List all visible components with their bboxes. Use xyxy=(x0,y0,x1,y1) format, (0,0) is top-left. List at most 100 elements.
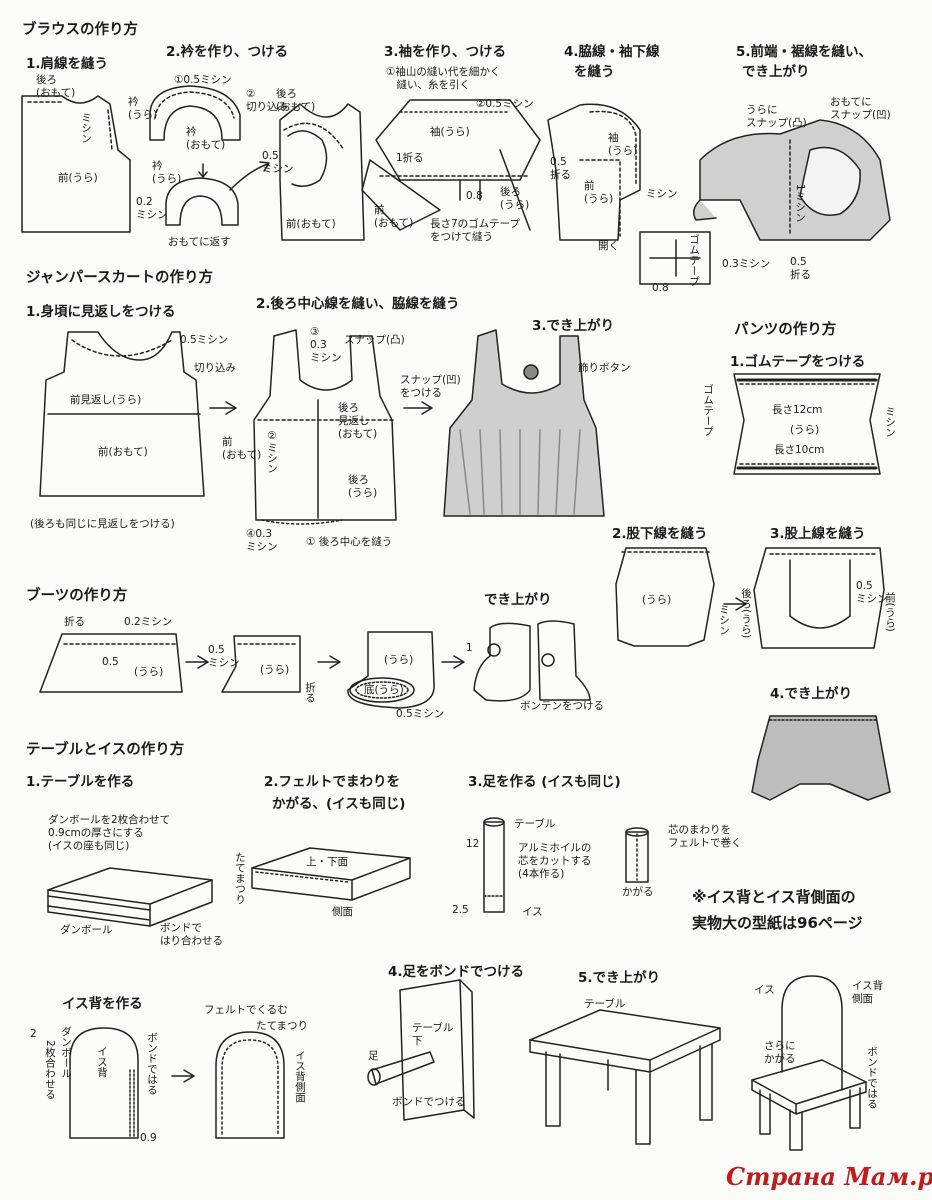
label-j-cut-notch: 切り込み xyxy=(194,362,236,374)
label-collar: 衿 (うら) xyxy=(152,160,182,185)
label-c-whipstitch: たてまつり xyxy=(256,1020,308,1032)
label-t-cardboard-note: ダンボールを2枚合わせて 0.9cmの厚さにする (イスの座も同じ) xyxy=(48,814,171,852)
label-j-4-03-sewing: ④0.3 ミシン xyxy=(246,528,278,553)
label-c-chair-back-side: イス背側面 xyxy=(294,1050,306,1103)
label-elastic-note: 長さ7のゴムテープ をつけて縫う xyxy=(430,218,521,243)
label-t-foil-note: アルミホイルの 芯をカットする (4本作る) xyxy=(518,842,592,880)
jumper-section-title: ジャンパースカートの作り方 xyxy=(26,270,214,286)
label-j-back-ura: 後ろ (うら) xyxy=(348,474,378,499)
label-t-felt-wrap: 芯のまわりを フェルトで巻く xyxy=(668,824,742,849)
label-back-omote-2: 後ろ (おもて) xyxy=(276,88,316,113)
label-j-note: (後ろも同じに見返しをつける) xyxy=(30,518,175,530)
blouse-step3-heading: 3.袖を作り、つける xyxy=(384,44,506,60)
chair-finished-drawing xyxy=(751,975,867,1151)
label-sleeve-note: ①袖山の縫い代を細かく 縫い、糸を引く xyxy=(386,66,501,91)
pants-step4-finished-drawing xyxy=(751,715,891,801)
pants-step1-drawing xyxy=(733,373,881,475)
table-step4-heading: 4.足をボンドでつける xyxy=(388,964,525,980)
label-t-whipstitch: たてまつり xyxy=(234,852,246,905)
label-sleeve-ura: 袖(うら) xyxy=(430,126,470,138)
table-step3-heading: 3.足を作る (イスも同じ) xyxy=(468,774,621,790)
label-05-sewing-2: ②0.5ミシン xyxy=(476,98,534,110)
label-08-b: 0.8 xyxy=(652,282,669,294)
label-back-facing: 後ろ 見返し (おもて) xyxy=(338,402,378,440)
label-05-fold: 0.5 折る xyxy=(550,156,571,181)
table-step2-heading-b: かがる、(イスも同じ) xyxy=(272,796,406,812)
blouse-step3-sleeve-drawing xyxy=(361,99,541,231)
label-j-03-3: ③ 0.3 ミシン xyxy=(310,326,342,364)
blouse-step2-heading: 2.衿を作り、つける xyxy=(166,44,288,60)
blouse-step4-heading-a: 4.脇線・袖下線 xyxy=(564,44,660,60)
label-t-table-2: テーブル xyxy=(584,998,626,1010)
label-fold-1: 1折る xyxy=(396,152,424,164)
label-sewing-2: ミシン xyxy=(646,188,678,200)
boots-step3-drawing xyxy=(347,631,465,709)
label-elastic-tape: ゴムテープ xyxy=(688,234,700,287)
label-c-felt-cover: フェルトでくるむ xyxy=(204,1004,288,1016)
jumper-step3-heading: 3.でき上がり xyxy=(532,318,615,334)
label-snap-concave: おもてに スナップ(凹) xyxy=(830,96,891,121)
label-j-front-omote-2: 前 (おもて) xyxy=(222,436,262,461)
label-t-side: 側面 xyxy=(332,906,353,918)
blouse-step1-bodice-drawing xyxy=(21,95,131,233)
label-p-ura: (うら) xyxy=(790,424,820,436)
blouse-section-title: ブラウスの作り方 xyxy=(22,22,138,38)
label-t-12: 12 xyxy=(466,838,480,850)
label-front-ura-2: 前 (うら) xyxy=(584,180,614,205)
label-c-2sheets: 2枚合わせる xyxy=(44,1040,56,1100)
label-j-snap-convex: スナップ(凸) xyxy=(344,334,405,346)
label-c-chair-back: イス背 xyxy=(96,1046,108,1078)
label-t-table-bottom: テーブル 下 xyxy=(412,1022,454,1047)
label-1-sewing: 1ミシン xyxy=(794,184,806,223)
blouse-step5-heading-a: 5.前端・裾線を縫い、 xyxy=(736,44,873,60)
label-b-02-sewing: 0.2ミシン xyxy=(124,616,173,628)
pants-step3-heading: 3.股上線を縫う xyxy=(770,526,866,542)
label-08: 0.8 xyxy=(466,190,483,202)
pants-step2-heading: 2.股下線を縫う xyxy=(612,526,708,542)
boots-section-title: ブーツの作り方 xyxy=(26,588,128,604)
label-05-fold-2: 0.5 折る xyxy=(790,256,811,281)
site-watermark: Страна Мам.ру xyxy=(726,1162,932,1191)
blouse-step4-side-drawing xyxy=(547,103,711,285)
boots-step1-drawing xyxy=(39,633,209,693)
blouse-step4-heading-b: を縫う xyxy=(574,64,615,80)
label-sleeve-ura-2: 袖 (うら) xyxy=(608,132,638,157)
label-t-25: 2.5 xyxy=(452,904,469,916)
label-collar-omote: 衿 (おもて) xyxy=(186,126,226,151)
table-section-title: テーブルとイスの作り方 xyxy=(26,742,185,758)
label-front-omote: 前(おもて) xyxy=(286,218,336,230)
label-open: 開く xyxy=(598,240,619,252)
boots-finished-drawing xyxy=(473,620,591,702)
label-b-ura: (うら) xyxy=(134,666,164,678)
table-step2-felt-drawing xyxy=(251,847,411,901)
label-t-more-kagaru: さらに かがる xyxy=(764,1040,796,1065)
blouse-step2-collar-drawing xyxy=(149,85,270,226)
boots-done-heading: でき上がり xyxy=(484,592,552,608)
label-03-sewing: 0.3ミシン xyxy=(722,258,771,270)
jumper-step2-heading: 2.後ろ中心線を縫い、脇線を縫う xyxy=(256,296,460,312)
label-t-leg: 足 xyxy=(368,1050,379,1062)
label-c-2: 2 xyxy=(30,1028,37,1040)
pants-step4-heading: 4.でき上がり xyxy=(770,686,853,702)
label-p-len12: 長さ12cm xyxy=(772,404,823,416)
blouse-step2-attach-drawing xyxy=(279,103,365,241)
table-step1-board-drawing xyxy=(47,867,213,927)
label-b-05-sewing-2: 0.5ミシン xyxy=(396,708,445,720)
label-front-omote-2: 前 (おもて) xyxy=(374,204,414,229)
chair-back-drawing xyxy=(69,1027,285,1139)
label-back-omote: 後ろ (おもて) xyxy=(36,74,76,99)
label-c-danbo: ダンボール xyxy=(60,1026,72,1079)
label-t-kagaru: かがる xyxy=(622,886,654,898)
label-b-05: 0.5 xyxy=(102,656,119,668)
table-step4-attach-drawing xyxy=(367,979,475,1121)
label-turn-out: おもてに返す xyxy=(168,236,231,248)
blouse-step1-heading: 1.肩線を縫う xyxy=(26,56,109,72)
label-t-bond-attach-2: ボンドでつける xyxy=(392,1096,466,1108)
label-t-bond-attach: ボンドで はり合わせる xyxy=(160,922,223,947)
label-p-sewing-2: ミシン xyxy=(718,604,730,636)
pants-step3-drawing xyxy=(753,547,885,649)
label-b-05-sewing: 0.5 ミシン xyxy=(208,644,240,669)
label-t-chair-2: イス xyxy=(754,984,775,996)
label-j-1-center: ① 後ろ中心を縫う xyxy=(306,536,393,548)
blouse-step5-heading-b: でき上がり xyxy=(742,64,810,80)
